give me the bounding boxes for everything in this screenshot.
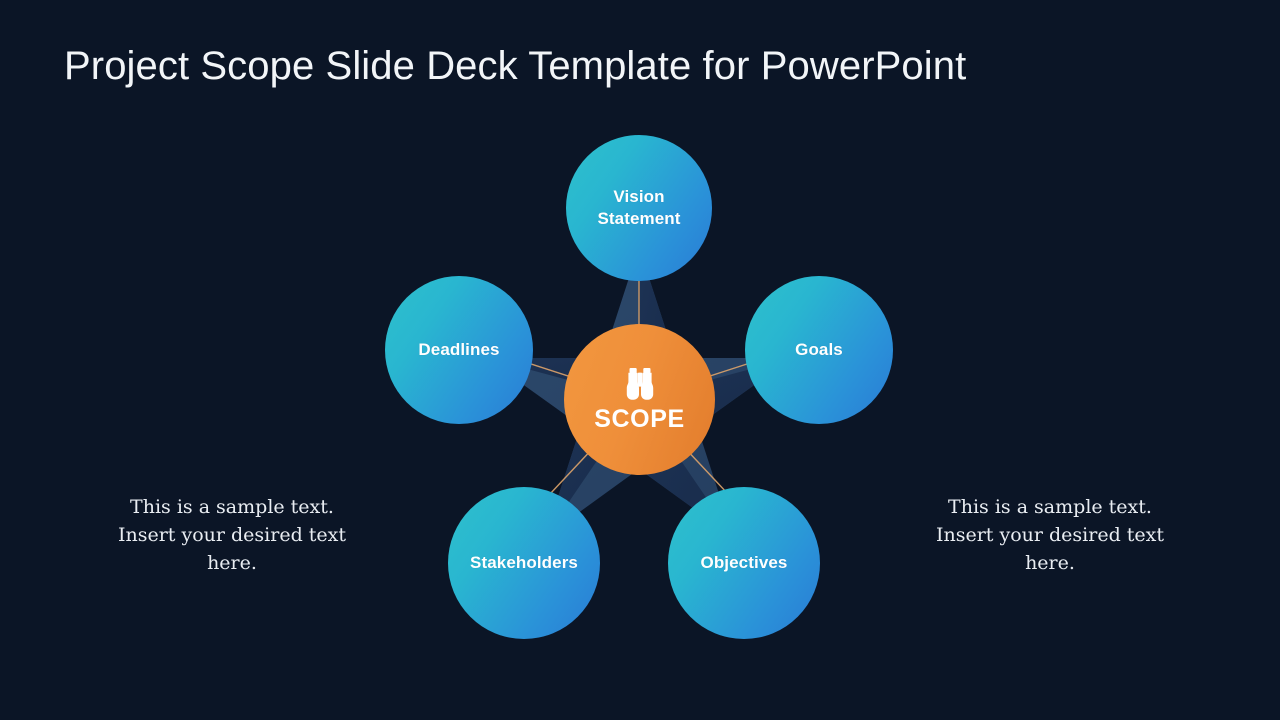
callout-text-left: This is a sample text. Insert your desir… (117, 496, 347, 575)
node-stakeholders[interactable]: Stakeholders (448, 487, 600, 639)
node-vision-statement-label: Vision Statement (589, 186, 688, 230)
node-vision-statement-label-line1: Vision (613, 187, 665, 207)
page-title: Project Scope Slide Deck Template for Po… (64, 44, 967, 88)
callout-text-right: This is a sample text. Insert your desir… (935, 496, 1165, 575)
center-scope-label: SCOPE (594, 404, 685, 433)
node-vision-statement-label-line2: Statement (597, 209, 681, 228)
node-stakeholders-label: Stakeholders (470, 553, 578, 573)
node-center-scope[interactable]: SCOPE (564, 324, 715, 475)
binoculars-icon (626, 367, 653, 400)
node-deadlines-label: Deadlines (418, 340, 500, 360)
node-goals-label: Goals (795, 340, 843, 360)
node-vision-statement[interactable]: Vision Statement (566, 135, 712, 281)
node-goals[interactable]: Goals (745, 276, 893, 424)
node-deadlines[interactable]: Deadlines (385, 276, 533, 424)
node-objectives-label: Objectives (700, 553, 788, 573)
node-objectives[interactable]: Objectives (668, 487, 820, 639)
